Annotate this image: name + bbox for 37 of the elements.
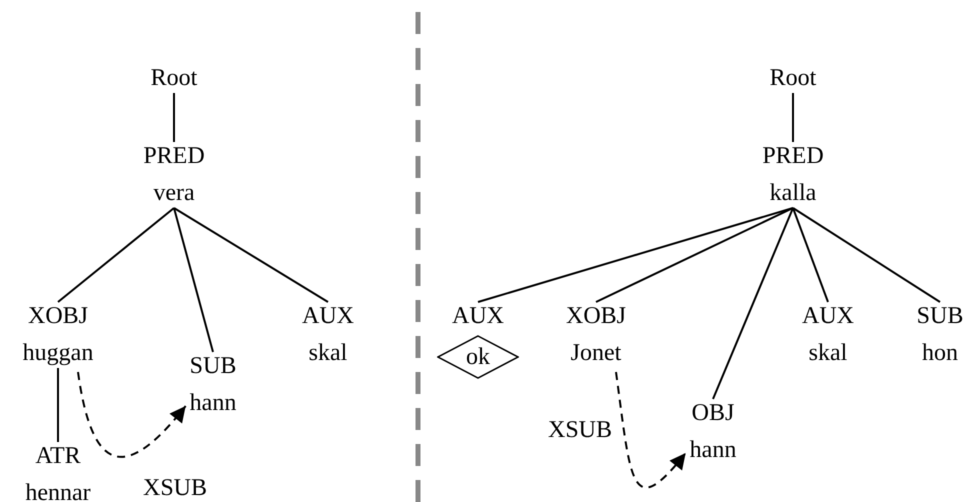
relation-label: XOBJ [566, 302, 626, 331]
tree-line [173, 93, 175, 142]
tree-line [173, 208, 214, 352]
word-label: kalla [770, 179, 816, 208]
word-label: hennar [25, 479, 91, 502]
word-label: vera [153, 179, 195, 208]
relation-label: ATR [35, 442, 81, 471]
word-label: Jonet [570, 339, 622, 368]
word-label: skal [808, 339, 848, 368]
relation-label: PRED [143, 142, 205, 171]
tree-line [478, 207, 794, 303]
relation-label: Root [150, 64, 198, 93]
relation-label: AUX [802, 302, 854, 331]
relation-label: SUB [916, 302, 964, 331]
tree-line [792, 208, 829, 302]
tree-line [173, 207, 329, 303]
relation-label: SUB [190, 352, 236, 381]
relation-label: OBJ [692, 399, 734, 428]
word-label: huggan [22, 339, 94, 368]
relation-label: AUX [452, 302, 504, 331]
dashed-arrow [615, 372, 686, 488]
word-label: hann [190, 389, 236, 418]
word-label: ok [466, 345, 490, 369]
tree-line [57, 368, 59, 442]
word-label: hon [922, 339, 958, 368]
tree-line [57, 207, 175, 303]
relation-label: XOBJ [28, 302, 88, 331]
word-label: hann [690, 436, 736, 465]
tree-line [792, 207, 941, 303]
dashed-arrow [77, 372, 186, 458]
tree-line [712, 208, 794, 400]
relation-label: Root [770, 64, 816, 93]
tree-line [792, 93, 794, 142]
word-label: skal [308, 339, 348, 368]
tree-line [596, 207, 794, 303]
relation-label: PRED [762, 142, 824, 171]
relation-label: AUX [302, 302, 354, 331]
